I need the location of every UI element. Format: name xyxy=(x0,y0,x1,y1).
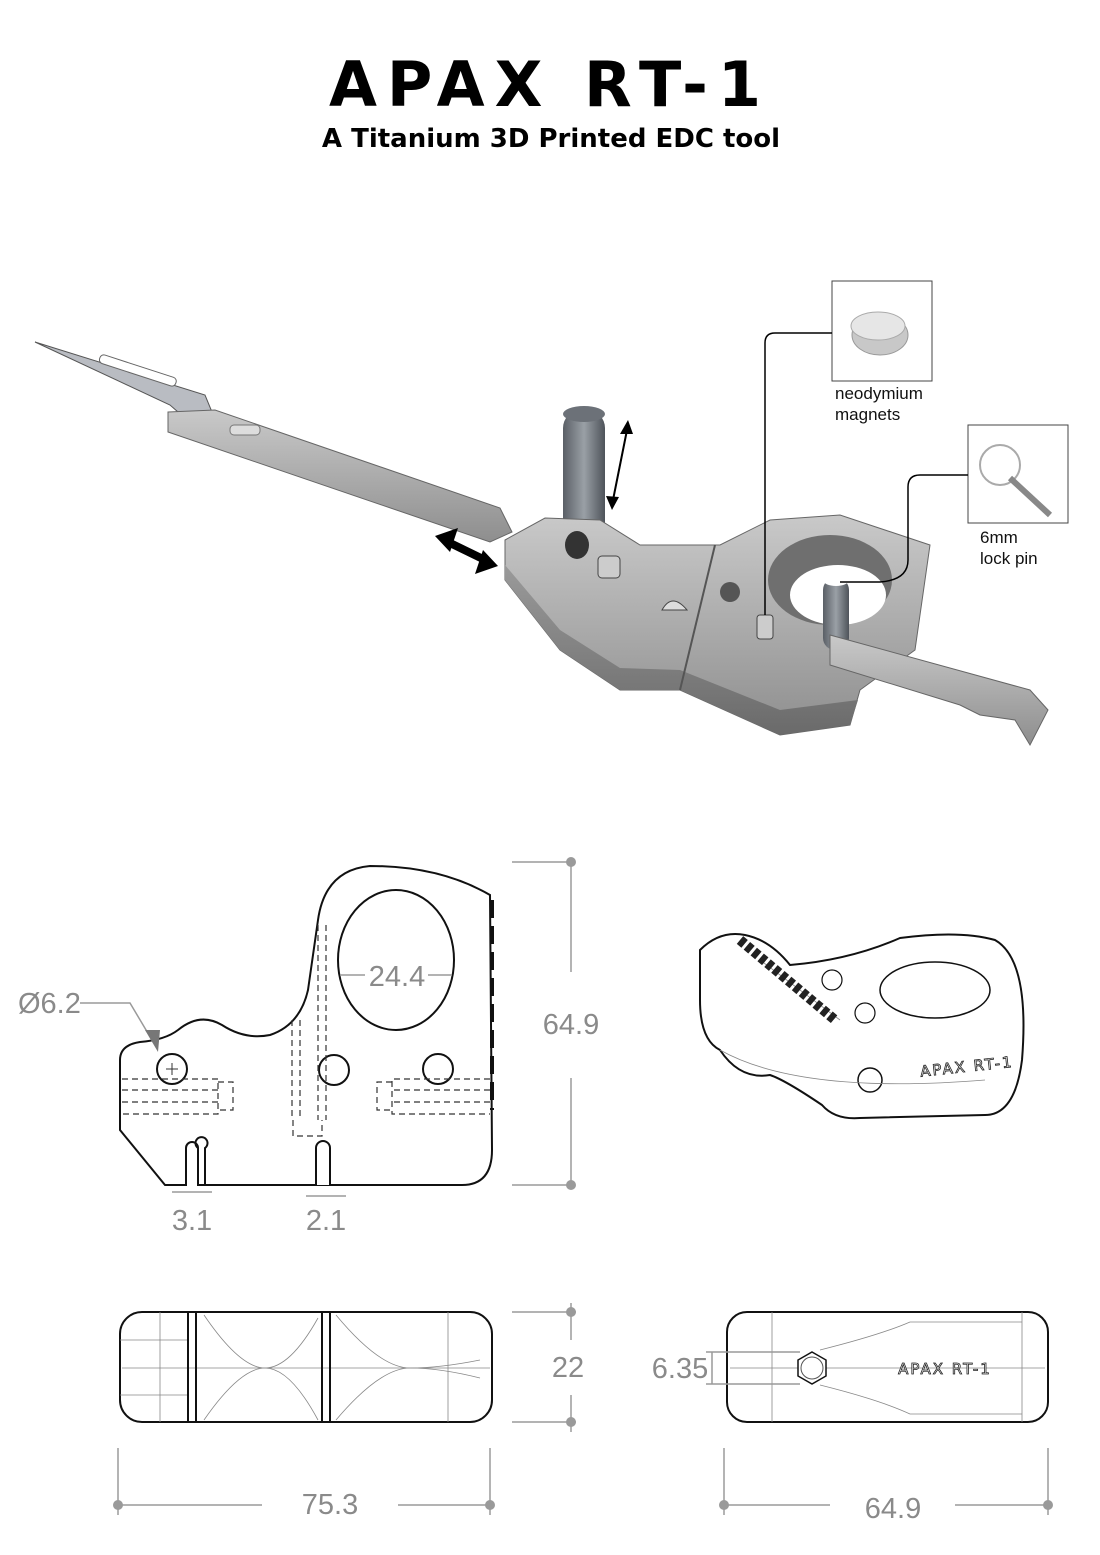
dim-hole-diameter: Ø6.2 xyxy=(18,988,81,1020)
hole-right xyxy=(422,1053,454,1085)
dim-end-width: 64.9 xyxy=(865,1493,921,1525)
product-title: APAX RT-1 xyxy=(329,48,771,121)
dim-length: 75.3 xyxy=(302,1489,358,1521)
tool-tail xyxy=(829,634,1049,747)
side-view: 22 75.3 xyxy=(113,1303,584,1521)
dim-thickness: 22 xyxy=(552,1352,584,1384)
scalpel-blade xyxy=(34,341,213,413)
lock-pin-part xyxy=(563,410,605,542)
hole-center xyxy=(318,1054,350,1086)
front-view: 24.4 Ø6.2 64.9 3.1 2.1 xyxy=(18,857,599,1237)
dim-oval-width: 24.4 xyxy=(369,961,425,993)
lock-pin-callout: 6mm lock pin xyxy=(840,424,1069,583)
lock-pin-label-line1: 6mm xyxy=(980,528,1018,547)
end-view: APAX RT-1 6.35 64.9 xyxy=(652,1311,1053,1525)
dim-pin-hole: 6.35 xyxy=(652,1353,708,1385)
magnets-label-line1: neodymium xyxy=(835,384,923,403)
product-subtitle: A Titanium 3D Printed EDC tool xyxy=(322,124,780,154)
vertical-arrow xyxy=(611,424,629,506)
end-engraving: APAX RT-1 xyxy=(898,1360,992,1378)
slide-arrow-icon xyxy=(435,528,498,574)
isometric-view: APAX RT-1 xyxy=(699,933,1025,1120)
lock-pin-label-line2: lock pin xyxy=(980,549,1038,568)
dim-slot-right: 2.1 xyxy=(306,1205,346,1237)
exploded-render xyxy=(34,341,1049,747)
bit-shank xyxy=(167,409,513,543)
oval-hole xyxy=(337,889,455,1031)
dim-height: 64.9 xyxy=(543,1009,599,1041)
magnets-label-line2: magnets xyxy=(835,405,900,424)
magnets-callout: neodymium magnets xyxy=(764,280,933,615)
dim-slot-left: 3.1 xyxy=(172,1205,212,1237)
